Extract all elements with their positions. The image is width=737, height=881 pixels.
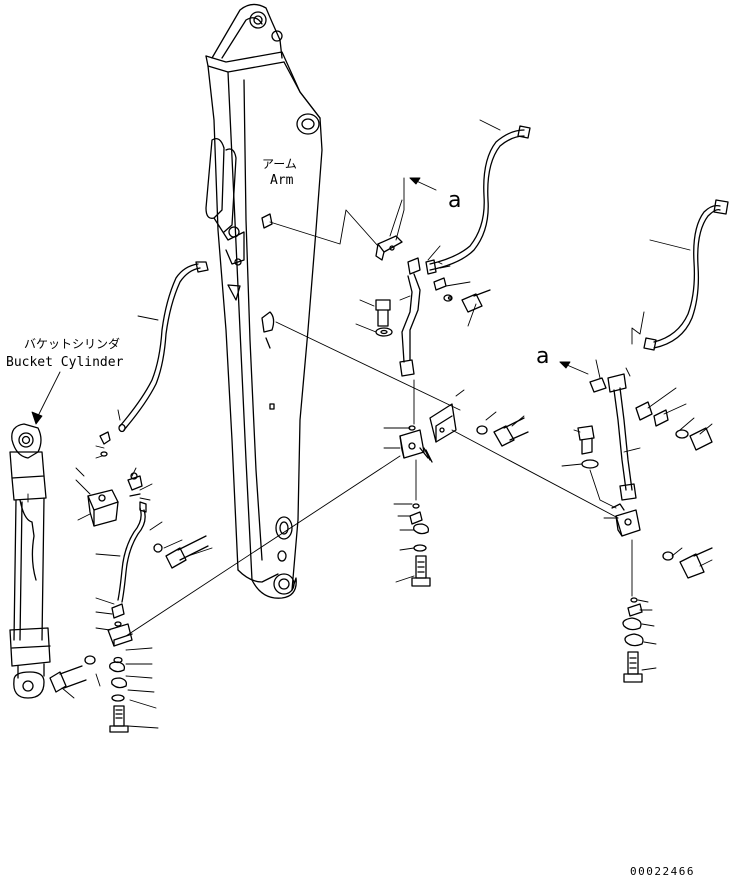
left-hose-assembly xyxy=(49,261,209,733)
reference-a-top: a xyxy=(448,188,462,213)
reference-a-right: a xyxy=(536,344,550,369)
bucket-cylinder xyxy=(9,423,51,699)
arm-structure xyxy=(205,3,323,599)
arm-label-en: Arm xyxy=(270,173,294,188)
bucket-cylinder-label-en: Bucket Cylinder xyxy=(6,355,124,370)
bucket-cylinder-label-jp: バケットシリンダ xyxy=(24,337,121,351)
arm-label-jp: アーム xyxy=(262,157,297,171)
leader-lines xyxy=(61,119,713,729)
figure-code: 00022466 xyxy=(630,865,695,878)
right-hose-assembly xyxy=(577,199,729,683)
center-hose-assembly xyxy=(375,125,531,587)
assembly-lines xyxy=(27,177,645,637)
